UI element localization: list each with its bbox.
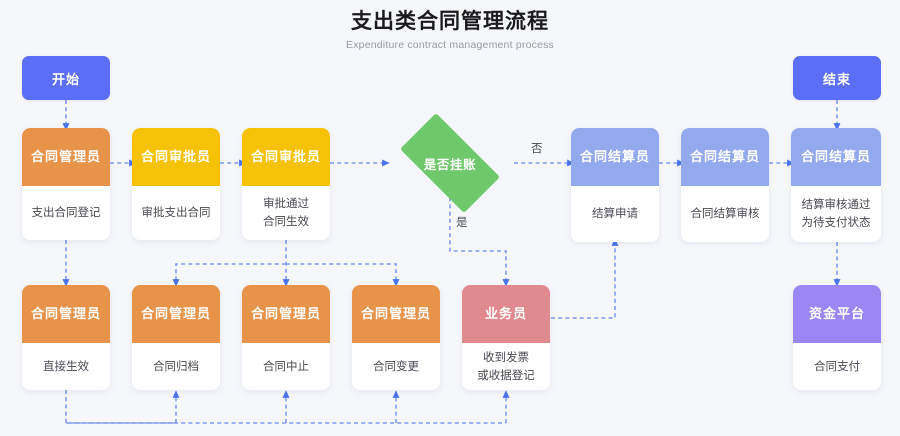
role-line-2: 结算员 — [718, 149, 761, 164]
task-card-settlement-review[interactable]: 合同结算员 合同结算审核 — [681, 128, 769, 242]
page-title: 支出类合同管理流程 — [351, 10, 549, 33]
role-line-2: 管理员 — [59, 306, 102, 321]
task-card-body: 合同归档 — [132, 343, 220, 390]
role-line-1: 资金平台 — [808, 306, 865, 321]
task-card-role: 资金平台 — [793, 285, 881, 343]
role-line-1: 合同 — [30, 306, 59, 321]
task-card-role: 合同审批员 — [132, 128, 220, 186]
task-line-1: 合同结算审核 — [690, 208, 760, 220]
task-card-contract-registration[interactable]: 合同管理员 支出合同登记 — [22, 128, 110, 240]
task-card-body: 支出合同登记 — [22, 186, 110, 240]
role-line-2: 管理员 — [279, 306, 322, 321]
role-line-2: 管理员 — [389, 306, 432, 321]
role-line-2: 管理员 — [169, 306, 212, 321]
task-line-1: 结算审核通过 — [801, 199, 871, 211]
task-card-direct-effective[interactable]: 合同管理员 直接生效 — [22, 285, 110, 390]
role-line-1: 合同 — [579, 149, 608, 164]
role-line-1: 合同 — [360, 306, 389, 321]
role-line-1: 合同 — [689, 149, 718, 164]
task-card-role: 业务员 — [462, 285, 550, 343]
role-line-2: 审批员 — [279, 149, 322, 164]
role-line-2: 结算员 — [608, 149, 651, 164]
role-line-1: 合同 — [250, 149, 279, 164]
task-card-settlement-application[interactable]: 合同结算员 结算申请 — [571, 128, 659, 242]
title-block: 支出类合同管理流程 Expenditure contract managemen… — [0, 8, 900, 53]
task-card-body: 直接生效 — [22, 343, 110, 390]
task-card-body: 收到发票或收据登记 — [462, 343, 550, 390]
edge-bus-b1-out — [65, 390, 176, 424]
edge-label-no: 否 — [531, 140, 543, 156]
edge-n3-b2 — [172, 263, 286, 287]
task-card-role: 合同管理员 — [242, 285, 330, 343]
role-line-1: 合同 — [140, 149, 169, 164]
role-line-1: 合同 — [250, 306, 279, 321]
role-line-1: 业务员 — [484, 306, 527, 321]
edge-decision-b5-yes — [449, 190, 510, 287]
task-line-1: 支出合同登记 — [31, 207, 101, 219]
edge-label-no-text: 否 — [531, 143, 543, 155]
task-line-1: 审批通过 — [263, 198, 309, 210]
role-line-2: 管理员 — [59, 149, 102, 164]
task-card-role: 合同结算员 — [681, 128, 769, 186]
task-card-contract-change[interactable]: 合同管理员 合同变更 — [352, 285, 440, 390]
task-line-1: 直接生效 — [43, 360, 89, 373]
role-line-1: 合同 — [800, 149, 829, 164]
role-line-2: 结算员 — [829, 149, 872, 164]
task-card-body: 审批支出合同 — [132, 186, 220, 240]
role-line-1: 合同 — [30, 149, 59, 164]
task-card-approval-passed-effective[interactable]: 合同审批员 审批通过合同生效 — [242, 128, 330, 240]
task-card-body: 结算申请 — [571, 186, 659, 242]
task-card-invoice-receipt-registration[interactable]: 业务员 收到发票或收据登记 — [462, 285, 550, 390]
task-card-body: 合同结算审核 — [681, 186, 769, 242]
task-line-1: 审批支出合同 — [141, 207, 211, 219]
task-card-body: 合同变更 — [352, 343, 440, 390]
task-card-approve-expenditure-contract[interactable]: 合同审批员 审批支出合同 — [132, 128, 220, 240]
decision-label: 是否挂账 — [423, 157, 477, 172]
role-line-2: 审批员 — [169, 149, 212, 164]
edge-b5-n4 — [551, 238, 619, 319]
task-card-body: 审批通过合同生效 — [242, 186, 330, 240]
edge-n3-b4 — [286, 263, 400, 287]
task-card-role: 合同管理员 — [352, 285, 440, 343]
task-card-contract-termination[interactable]: 合同管理员 合同中止 — [242, 285, 330, 390]
task-line-1: 合同支付 — [814, 360, 860, 373]
task-card-body: 结算审核通过为待支付状态 — [791, 186, 881, 242]
task-card-contract-archive[interactable]: 合同管理员 合同归档 — [132, 285, 220, 390]
decision-node-is-on-account[interactable]: 是否挂账 — [386, 113, 514, 213]
task-card-role: 合同管理员 — [22, 128, 110, 186]
task-card-role: 合同结算员 — [571, 128, 659, 186]
task-card-role: 合同审批员 — [242, 128, 330, 186]
task-card-role: 合同结算员 — [791, 128, 881, 186]
terminal-end[interactable]: 结束 — [793, 56, 881, 100]
terminal-end-label: 结束 — [822, 71, 851, 87]
page-subtitle: Expenditure contract management process — [346, 39, 554, 51]
task-card-role: 合同管理员 — [22, 285, 110, 343]
task-line-2: 合同生效 — [263, 216, 309, 228]
terminal-start-label: 开始 — [51, 71, 80, 87]
edge-label-yes: 是 — [456, 214, 468, 230]
task-line-1: 合同归档 — [153, 360, 199, 373]
terminal-start[interactable]: 开始 — [22, 56, 110, 100]
task-line-1: 结算申请 — [592, 208, 638, 220]
edge-label-yes-text: 是 — [456, 217, 468, 229]
task-card-contract-payment[interactable]: 资金平台 合同支付 — [793, 285, 881, 390]
task-card-body: 合同中止 — [242, 343, 330, 390]
task-line-1: 合同变更 — [373, 360, 419, 373]
role-line-1: 合同 — [140, 306, 169, 321]
task-line-2: 或收据登记 — [477, 369, 535, 382]
task-line-1: 合同中止 — [263, 360, 309, 373]
task-card-body: 合同支付 — [793, 343, 881, 390]
task-card-pending-payment-status[interactable]: 合同结算员 结算审核通过为待支付状态 — [791, 128, 881, 242]
task-line-2: 为待支付状态 — [801, 217, 871, 229]
task-card-role: 合同管理员 — [132, 285, 220, 343]
task-line-1: 收到发票 — [483, 351, 529, 364]
